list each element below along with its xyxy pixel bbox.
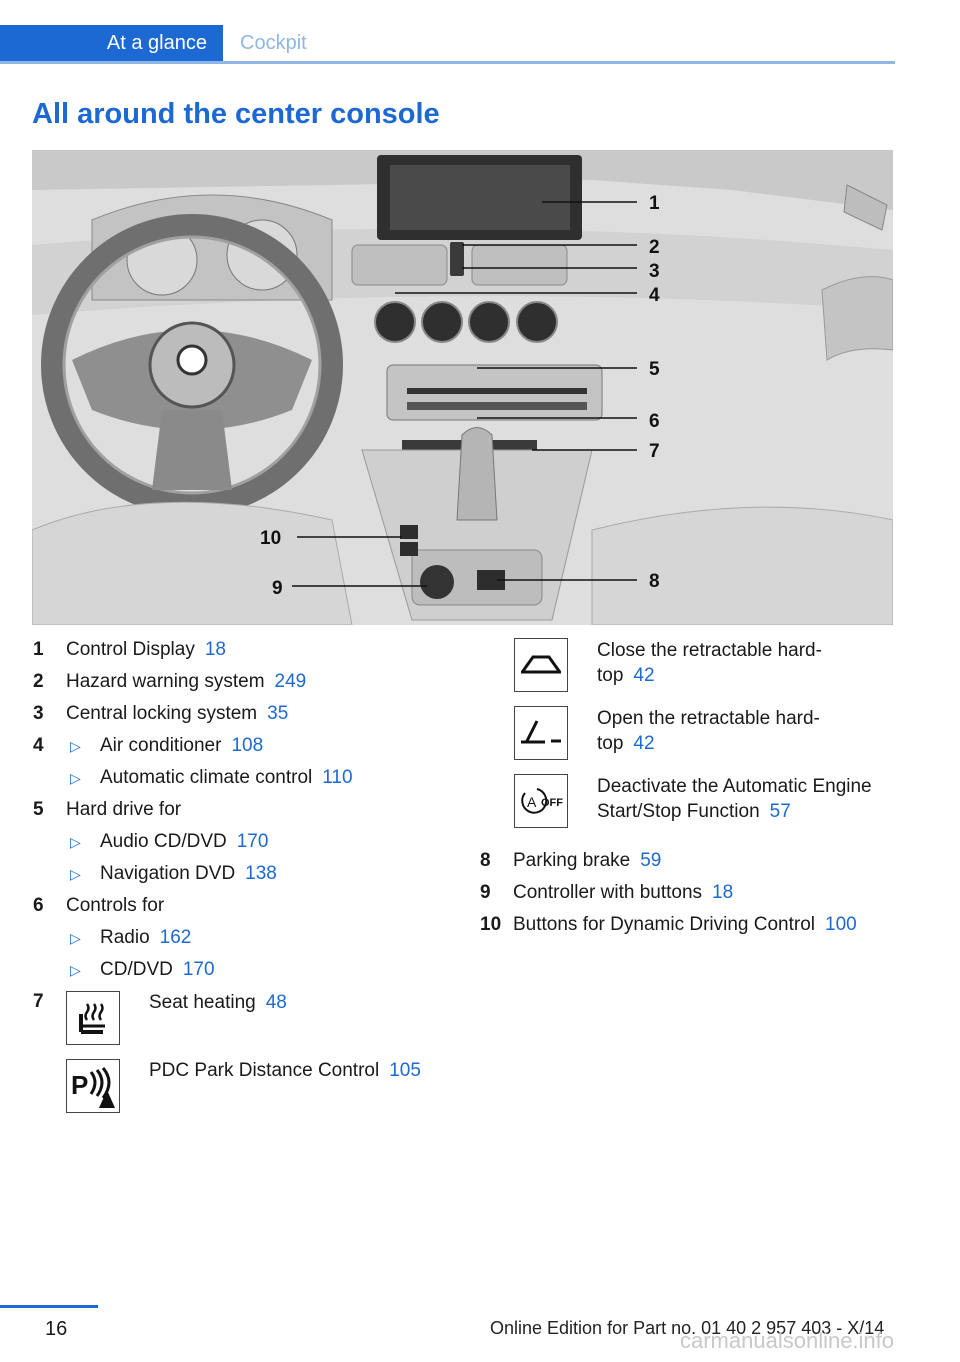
item-7-block: 7 xyxy=(33,991,44,1012)
page-reference-link[interactable]: 170 xyxy=(236,831,269,852)
page-reference-link[interactable]: 48 xyxy=(265,992,287,1013)
page-reference-link[interactable]: 35 xyxy=(267,703,289,724)
page-reference-link[interactable]: 170 xyxy=(182,959,215,980)
section-title: All around the center console xyxy=(32,98,440,130)
right-icon-entry: Deactivate the Automatic Engine Start/St… xyxy=(597,776,872,822)
callout-3: 3 xyxy=(649,261,660,282)
page-reference-link[interactable]: 162 xyxy=(159,927,192,948)
page-reference-link[interactable]: 110 xyxy=(322,767,353,788)
pdc-icon: P xyxy=(66,1059,120,1113)
callout-2: 2 xyxy=(649,237,660,258)
center-console-illustration: 1 2 3 4 5 6 7 10 9 8 xyxy=(32,150,893,625)
callout-4: 4 xyxy=(649,285,660,306)
page-reference-link[interactable]: 105 xyxy=(389,1060,421,1081)
auto-start-stop-off-icon: A OFF xyxy=(514,774,568,828)
callout-5: 5 xyxy=(649,359,660,380)
page-reference-link[interactable]: 249 xyxy=(274,671,307,692)
watermark: carmanualsonline.info xyxy=(680,1328,895,1353)
header-tabbar: At a glance Cockpit xyxy=(0,25,895,64)
page-reference-link[interactable]: 100 xyxy=(825,914,857,935)
page-reference-link[interactable]: 42 xyxy=(633,665,655,686)
bullet-triangle-icon: ▷ xyxy=(70,738,81,754)
page-number: 16 xyxy=(45,1318,68,1340)
callout-10: 10 xyxy=(260,528,281,549)
bullet-triangle-icon: ▷ xyxy=(70,866,81,882)
page-reference-link[interactable]: 138 xyxy=(245,863,277,884)
svg-text:OFF: OFF xyxy=(541,797,563,809)
callout-9: 9 xyxy=(272,578,283,599)
page-reference-link[interactable]: 18 xyxy=(712,882,734,903)
list-item: 5 Hard drive for xyxy=(33,799,182,820)
callout-6: 6 xyxy=(649,411,660,432)
page-reference-link[interactable]: 57 xyxy=(769,801,791,822)
svg-text:P: P xyxy=(71,1070,88,1100)
page-reference-link[interactable]: 18 xyxy=(204,639,226,660)
page-reference-link[interactable]: 42 xyxy=(633,733,655,754)
page-reference-link[interactable]: 59 xyxy=(640,850,662,871)
open-hardtop-icon xyxy=(514,706,568,760)
callout-1: 1 xyxy=(649,193,660,214)
edition-note: Online Edition for Part no. 01 40 2 957 … xyxy=(490,1318,885,1338)
bullet-triangle-icon: ▷ xyxy=(70,962,81,978)
tab-at-a-glance[interactable]: At a glance xyxy=(0,25,223,61)
callout-7: 7 xyxy=(649,441,660,462)
bullet-triangle-icon: ▷ xyxy=(70,770,81,786)
footer-rule xyxy=(0,1305,98,1308)
callout-8: 8 xyxy=(649,571,660,592)
bullet-triangle-icon: ▷ xyxy=(70,930,81,946)
page-reference-link[interactable]: 108 xyxy=(231,735,264,756)
seat-heating-icon xyxy=(66,991,120,1045)
list-item: 6 Controls for xyxy=(33,895,165,916)
svg-text:A: A xyxy=(527,794,537,810)
center-console-drawing: 1 2 3 4 5 6 7 10 9 8 xyxy=(32,150,893,625)
bullet-triangle-icon: ▷ xyxy=(70,834,81,850)
close-hardtop-icon xyxy=(514,638,568,692)
tab-cockpit[interactable]: Cockpit xyxy=(240,32,307,54)
